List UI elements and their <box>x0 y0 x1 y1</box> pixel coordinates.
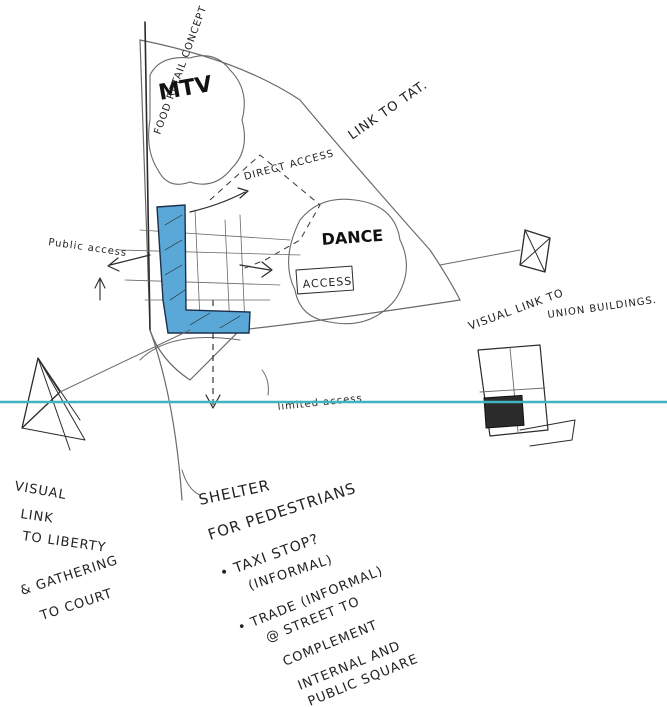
visual-link-left-line-2: LINK <box>19 507 54 526</box>
mtv-zone: MTV FOOD RETAIL CONCEPT <box>149 4 245 184</box>
viewing-frame-icon <box>440 230 550 272</box>
food-retail-label: FOOD RETAIL CONCEPT <box>152 4 209 136</box>
visual-link-left-line-5: TO COURT <box>38 586 115 624</box>
dance-zone: DANCE ACCESS <box>289 199 407 324</box>
link-to-tat-label: LINK TO TAT. <box>346 78 431 144</box>
visual-link-left-line-1: VISUAL <box>13 479 67 503</box>
public-access-label: Public access <box>48 237 128 259</box>
small-site-diagram <box>478 345 575 446</box>
visual-link-left-line-3: TO LIBERTY <box>20 529 107 556</box>
eye-perspective-icon <box>22 330 190 450</box>
access-label: ACCESS <box>302 275 352 291</box>
dance-label: DANCE <box>321 226 384 249</box>
l-shaped-building <box>157 205 250 333</box>
shelter-note: SHELTER FOR PEDESTRIANS • TAXI STOP? (IN… <box>197 476 421 707</box>
shelter-line-1: SHELTER <box>197 476 272 509</box>
visual-link-left-note: VISUAL LINK TO LIBERTY & GATHERING TO CO… <box>13 479 120 624</box>
direct-access-label: DIRECT ACCESS <box>243 148 336 183</box>
